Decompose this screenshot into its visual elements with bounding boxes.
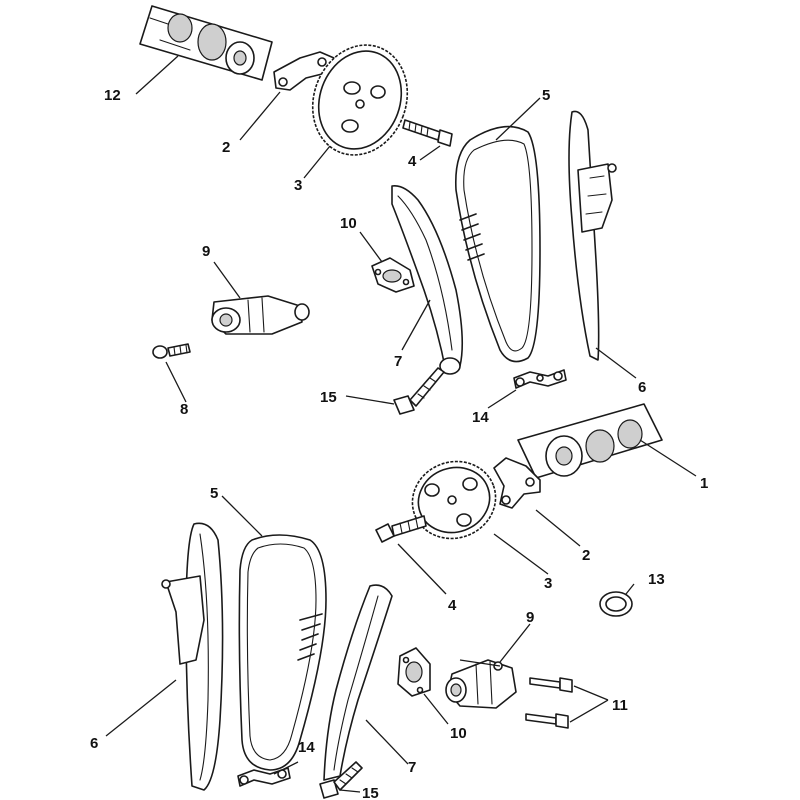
callout-4-lower: 4 (448, 597, 457, 614)
bracket-lower (493, 457, 541, 509)
callout-8-upper: 8 (180, 401, 188, 418)
callout-9-upper: 9 (202, 243, 210, 260)
chain-links-upper (459, 213, 485, 261)
washer-13 (599, 591, 633, 617)
callout-9-lower: 9 (526, 609, 534, 626)
callout-3-upper: 3 (294, 177, 302, 194)
callout-11: 11 (612, 697, 628, 714)
camshaft-upper (139, 5, 273, 81)
callout-7-upper: 7 (394, 353, 402, 370)
callout-4-upper: 4 (408, 153, 417, 170)
tensioner-lifter-upper (211, 295, 310, 335)
callout-5-upper: 5 (542, 87, 550, 104)
callout-2-upper: 2 (222, 139, 230, 156)
tensioner-arm-upper (391, 184, 464, 375)
callout-12-upper: 12 (104, 87, 121, 104)
pin-14-lower (237, 767, 291, 787)
tensioner-arm-lower (323, 584, 393, 781)
callout-labels: 12 2 3 4 5 10 9 8 15 7 14 6 1 5 2 3 4 13… (90, 87, 708, 800)
tensioner-lifter-lower (445, 659, 517, 709)
guide-left-lower (161, 522, 224, 791)
callout-2-lower: 2 (582, 547, 590, 564)
pin-14-upper (513, 369, 567, 389)
callout-7-lower: 7 (408, 759, 416, 776)
callout-1: 1 (700, 475, 708, 492)
chain-lower (238, 534, 327, 771)
bolt-lower (375, 515, 427, 543)
bolts-11 (525, 677, 573, 729)
callout-13: 13 (648, 571, 665, 588)
callout-10-upper: 10 (340, 215, 357, 232)
callout-10-lower: 10 (450, 725, 467, 742)
callout-6-lower: 6 (90, 735, 98, 752)
callout-6-upper: 6 (638, 379, 646, 396)
callout-3-lower: 3 (544, 575, 552, 592)
leader-lines (105, 55, 697, 793)
bolt-upper (402, 119, 453, 147)
chain-upper (454, 125, 541, 363)
bolt-15-lower (319, 761, 363, 799)
gasket-lower (397, 647, 431, 697)
callout-15-upper: 15 (320, 389, 337, 406)
callout-14-lower: 14 (298, 739, 315, 756)
sprocket-upper (311, 44, 409, 156)
camshaft-lower (517, 403, 663, 479)
callout-14-upper: 14 (472, 409, 489, 426)
bolt-8-upper (152, 343, 191, 359)
bolt-15-upper (393, 367, 445, 415)
chain-links-lower (297, 613, 323, 661)
gasket-upper (371, 257, 415, 293)
sprocket-lower (411, 460, 497, 540)
callout-15-lower: 15 (362, 785, 379, 800)
callout-5-lower: 5 (210, 485, 218, 502)
guide-right-upper (568, 110, 617, 361)
